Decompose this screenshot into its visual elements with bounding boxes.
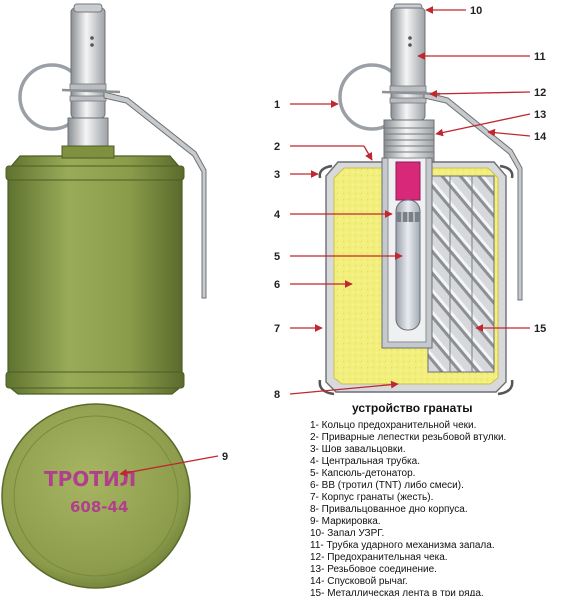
callouts bbox=[119, 6, 531, 477]
legend-item: 1- Кольцо предохранительной чеки. bbox=[310, 420, 476, 431]
fuse-tube bbox=[70, 7, 106, 119]
callout-5: 5 bbox=[274, 251, 280, 263]
callout-2: 2 bbox=[274, 141, 280, 153]
leader-14 bbox=[487, 128, 531, 137]
leader-12 bbox=[429, 89, 531, 98]
legend-item: 8- Привальцованное дно корпуса. bbox=[310, 504, 468, 515]
marking-line-2: 608-44 bbox=[70, 498, 128, 516]
callout-8: 8 bbox=[274, 389, 280, 401]
callout-4: 4 bbox=[274, 209, 281, 221]
callout-1: 1 bbox=[274, 99, 280, 111]
legend-item: 5- Капсюль-детонатор. bbox=[310, 468, 415, 479]
callout-15: 15 bbox=[534, 323, 546, 335]
callout-7: 7 bbox=[274, 323, 280, 335]
release-lever bbox=[103, 91, 207, 299]
legend-item: 4- Центральная трубка. bbox=[310, 455, 420, 467]
callout-12: 12 bbox=[534, 87, 546, 99]
leader-13 bbox=[435, 113, 531, 137]
grenade-body bbox=[7, 155, 183, 395]
crimp-seam-bottom bbox=[318, 379, 335, 396]
callout-10: 10 bbox=[470, 5, 482, 17]
callout-13: 13 bbox=[534, 109, 546, 121]
legend-item: 10- Запал УЗРГ. bbox=[310, 528, 384, 539]
callout-6: 6 bbox=[274, 279, 280, 291]
legend-item: 7- Корпус гранаты (жесть). bbox=[310, 492, 433, 503]
callout-14: 14 bbox=[534, 131, 547, 143]
threaded-joint bbox=[383, 119, 435, 165]
legend-item: 14- Спусковой рычаг. bbox=[310, 576, 408, 587]
legend-title: устройство гранаты bbox=[352, 401, 472, 415]
leader-8 bbox=[289, 380, 399, 395]
legend-item: 3- Шов завальцовки. bbox=[310, 444, 406, 455]
legend-item: 11- Трубка ударного механизма запала. bbox=[310, 539, 495, 551]
callout-9: 9 bbox=[222, 451, 228, 463]
grenade-cross-section bbox=[318, 3, 523, 396]
callout-labels: 1 2 3 4 5 6 7 8 9 10 11 12 13 14 15 bbox=[222, 5, 547, 463]
legend: устройство гранаты 1- Кольцо предохранит… bbox=[310, 401, 506, 596]
legend-item: 13- Резьбовое соединение. bbox=[310, 563, 437, 575]
legend-item: 2- Приварные лепестки резьбовой втулки. bbox=[310, 431, 506, 443]
leader-9 bbox=[119, 455, 219, 477]
legend-item: 15- Металлическая лента в три ряда. bbox=[310, 588, 484, 596]
legend-item: 12- Предохранительная чека. bbox=[310, 552, 448, 563]
detonator bbox=[395, 161, 421, 331]
legend-item: 9- Маркировка. bbox=[310, 516, 381, 527]
marking-line-1: ТРОТИЛ bbox=[44, 467, 136, 491]
legend-item: 6- ВВ (тротил (TNT) либо смеси). bbox=[310, 479, 464, 491]
crimp-seam-top bbox=[318, 164, 333, 179]
grenade-exterior bbox=[5, 3, 207, 395]
steel-band bbox=[427, 175, 495, 373]
callout-3: 3 bbox=[274, 169, 280, 181]
grenade-bottom-view: ТРОТИЛ 608-44 bbox=[1, 403, 191, 589]
callout-11: 11 bbox=[534, 51, 546, 63]
